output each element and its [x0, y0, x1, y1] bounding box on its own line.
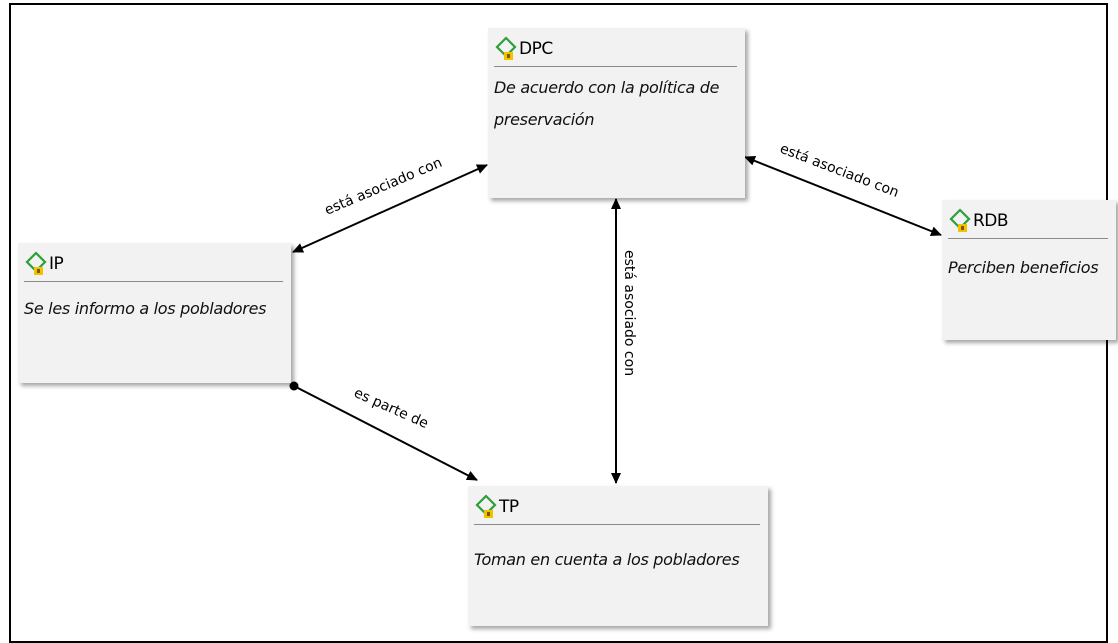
concept-diamond-icon: [25, 251, 47, 275]
concept-node-tp[interactable]: TP Toman en cuenta a los pobladores: [468, 486, 768, 626]
concept-node-dpc[interactable]: DPC De acuerdo con la política de preser…: [488, 28, 745, 198]
concept-diamond-icon: [495, 36, 517, 60]
edge-dpc-rdb: [744, 156, 942, 236]
edge-label-dpc-rdb: está asociado con: [778, 141, 901, 201]
node-code: DPC: [519, 39, 553, 59]
node-divider: [24, 281, 283, 282]
node-header: TP: [474, 494, 519, 520]
node-header: IP: [24, 251, 64, 277]
node-description: Perciben beneficios: [948, 258, 1099, 277]
concept-diamond-icon: [949, 208, 971, 232]
node-code: RDB: [973, 211, 1009, 231]
edge-label-dpc-tp: está asociado con: [621, 250, 637, 376]
node-code: TP: [499, 497, 519, 517]
edge-ip-tp: [293, 385, 478, 481]
node-code: IP: [49, 254, 64, 274]
concept-node-rdb[interactable]: RDB Perciben beneficios: [942, 200, 1116, 340]
edge-ip-dpc: [292, 164, 488, 253]
node-header: RDB: [948, 208, 1009, 234]
concept-diamond-icon: [475, 494, 497, 518]
node-description: Toman en cuenta a los pobladores: [474, 550, 740, 569]
node-divider: [474, 524, 760, 525]
node-divider: [494, 66, 737, 67]
node-divider: [948, 238, 1108, 239]
edge-label-ip-tp: es parte de: [351, 385, 430, 432]
edge-label-ip-dpc: está asociado con: [322, 155, 444, 219]
concept-node-ip[interactable]: IP Se les informo a los pobladores: [18, 243, 291, 383]
node-description: Se les informo a los pobladores: [24, 299, 267, 318]
node-description: De acuerdo con la política de preservaci…: [494, 78, 720, 129]
node-header: DPC: [494, 36, 553, 62]
